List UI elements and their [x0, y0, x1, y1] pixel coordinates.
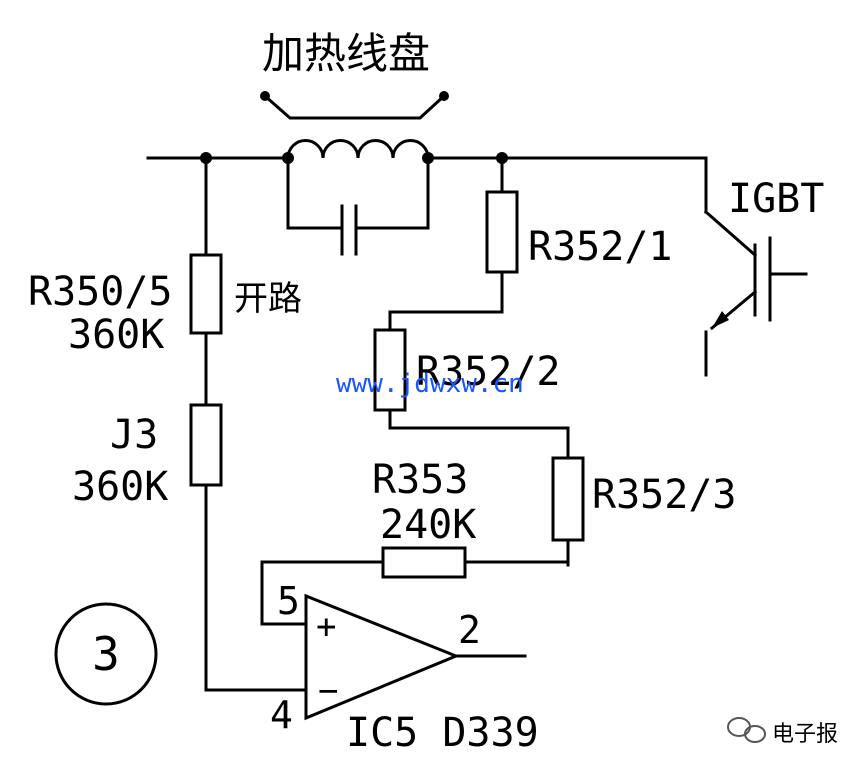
r350-open-note: 开路 [234, 279, 302, 319]
svg-text:3: 3 [92, 627, 120, 681]
resistor-r352-3 [551, 456, 585, 542]
minus-input-sign: − [318, 671, 338, 711]
resistor-r352-1 [485, 190, 519, 274]
source-label: 电子报 [772, 722, 838, 747]
feedback-wire [260, 560, 570, 626]
r352-3-label: R352/3 [592, 472, 737, 518]
j3-name-label: J3 [110, 412, 158, 458]
resistor-r353 [381, 546, 467, 579]
circled-number-3: 3 [54, 602, 158, 706]
resistor-r352-2 [373, 328, 407, 412]
igbt-label: IGBT [728, 176, 824, 222]
r353-name-label: R353 [372, 457, 468, 503]
j3-value-label: 360K [72, 464, 168, 510]
igbt-symbol [704, 236, 808, 377]
right-branch-wire [388, 156, 570, 567]
pin-2-label: 2 [458, 608, 481, 652]
comparator-ic5 [304, 593, 460, 721]
r350-value-label: 360K [68, 312, 164, 358]
plus-input-sign: + [316, 607, 336, 647]
coil-title: 加热线盘 [262, 29, 430, 78]
heating-coil-inductor [286, 139, 430, 160]
ic5-label: IC5 D339 [346, 710, 539, 756]
chat-bubbles-icon [727, 717, 766, 743]
watermark-text: www.jdwxw.cn [336, 369, 524, 399]
left-branch-wire [204, 156, 308, 692]
pin-4-label: 4 [270, 693, 293, 737]
resonant-capacitor [286, 156, 430, 256]
r353-value-label: 240K [380, 502, 476, 548]
pin-5-label: 5 [277, 579, 300, 623]
r352-2-label: R352/2 [416, 349, 561, 395]
coil-bracket [260, 91, 449, 120]
resistor-r350 [189, 253, 223, 335]
top-wire [146, 156, 758, 258]
resistor-j3 [189, 403, 223, 487]
source-logo: 电子报 [727, 717, 838, 747]
r352-1-label: R352/1 [528, 224, 673, 270]
r350-name-label: R350/5 [28, 269, 173, 315]
